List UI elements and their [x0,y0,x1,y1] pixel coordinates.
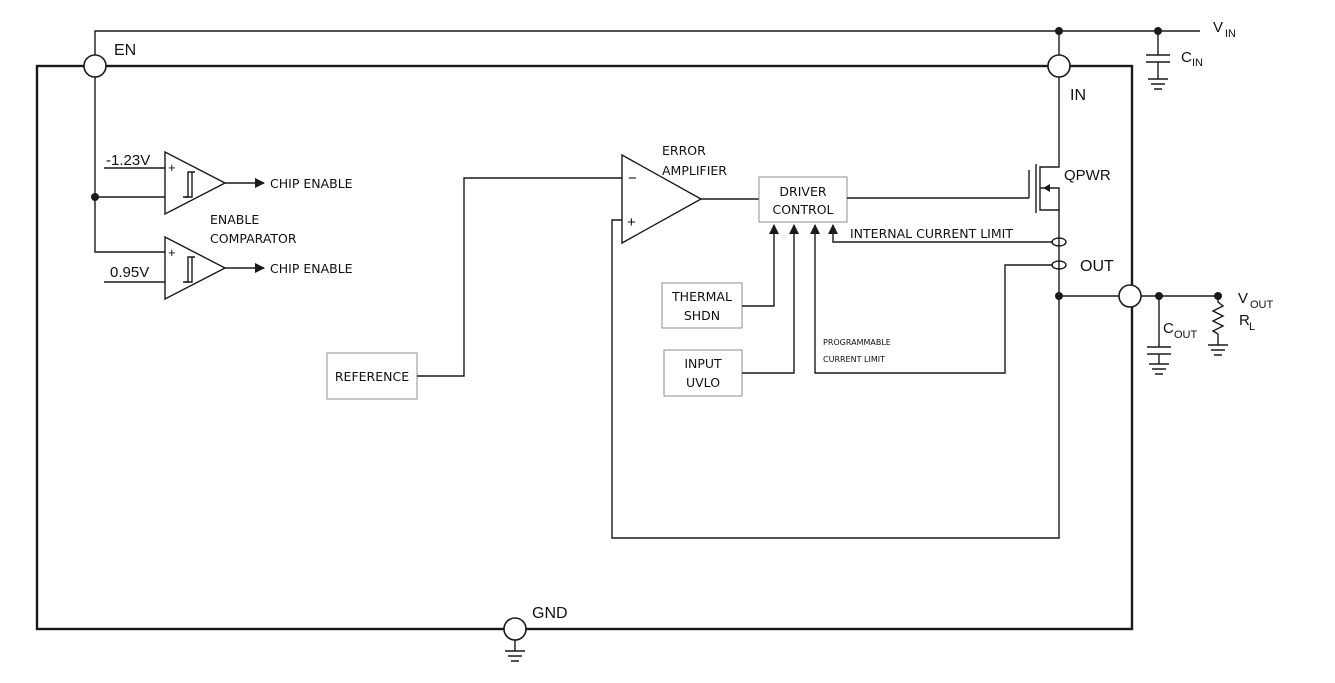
programmable-limit-wire [810,224,1053,374]
amp-plus: + [627,214,636,231]
enable-label-line2: COMPARATOR [210,231,297,246]
driver-label-line2: CONTROL [772,202,833,217]
thermal-shdn-block [661,282,743,329]
vout-label: V [1238,290,1248,307]
reference-wire [417,177,622,377]
chip-enable-bottom: CHIP ENABLE [270,261,353,276]
gnd-pin [503,617,527,641]
cin-label: C [1181,49,1192,66]
rl-subscript: L [1249,321,1255,333]
thermal-wire [742,224,779,307]
enable-ref-bottom: 0.95V [110,264,149,281]
thermal-label-line1: THERMAL [671,289,732,304]
qpwr-label: QPWR [1064,167,1111,184]
programmable-label-line2: CURRENT LIMIT [823,355,885,364]
enable-top-plus: + [168,160,176,175]
programmable-label-line1: PROGRAMMABLE [823,338,891,347]
vin-subscript: IN [1225,28,1236,40]
cout-subscript: OUT [1174,329,1198,341]
out-pin-label: OUT [1080,258,1114,275]
enable-comparator-top [104,150,265,216]
chip-enable-top: CHIP ENABLE [270,176,353,191]
in-pin [1047,54,1071,78]
vout-subscript: OUT [1250,299,1274,311]
enable-ref-top: -1.23V [106,152,150,169]
rl-label: R [1239,312,1250,329]
uvlo-wire [742,224,799,374]
ground-symbol [505,640,525,662]
rl-resistor [1208,296,1228,356]
enable-bottom-plus: + [168,245,176,260]
cin-subscript: IN [1192,57,1203,69]
reference-label: REFERENCE [335,369,409,384]
qpwr-transistor [1028,77,1060,296]
vin-rail [94,27,1200,55]
cin-capacitor [1146,31,1170,90]
driver-label-line1: DRIVER [779,184,826,199]
amp-label-line1: ERROR [662,143,706,158]
en-pin [83,54,107,78]
vin-label: V [1213,19,1223,36]
cout-label: C [1163,320,1174,337]
uvlo-label-line1: INPUT [684,356,722,371]
feedback-wire [611,219,1060,539]
en-pin-label: EN [114,42,136,59]
in-pin-label: IN [1070,87,1086,104]
reference-block [326,352,418,400]
enable-label-line1: ENABLE [210,212,259,227]
error-amplifier [621,153,703,245]
gnd-pin-label: GND [532,605,568,622]
out-pin [1118,284,1142,308]
internal-limit-label: INTERNAL CURRENT LIMIT [850,226,1013,241]
cout-capacitor [1147,296,1171,375]
driver-control-block [758,176,848,223]
amp-label-line2: AMPLIFIER [662,163,727,178]
enable-comparator-bottom [104,235,265,301]
en-wire [91,77,165,253]
amp-minus: − [628,170,637,187]
uvlo-label-line2: UVLO [686,375,720,390]
internal-limit-wire [828,224,1053,243]
input-uvlo-block [663,349,743,397]
thermal-label-line2: SHDN [684,308,720,323]
chip-outline [35,64,1134,631]
